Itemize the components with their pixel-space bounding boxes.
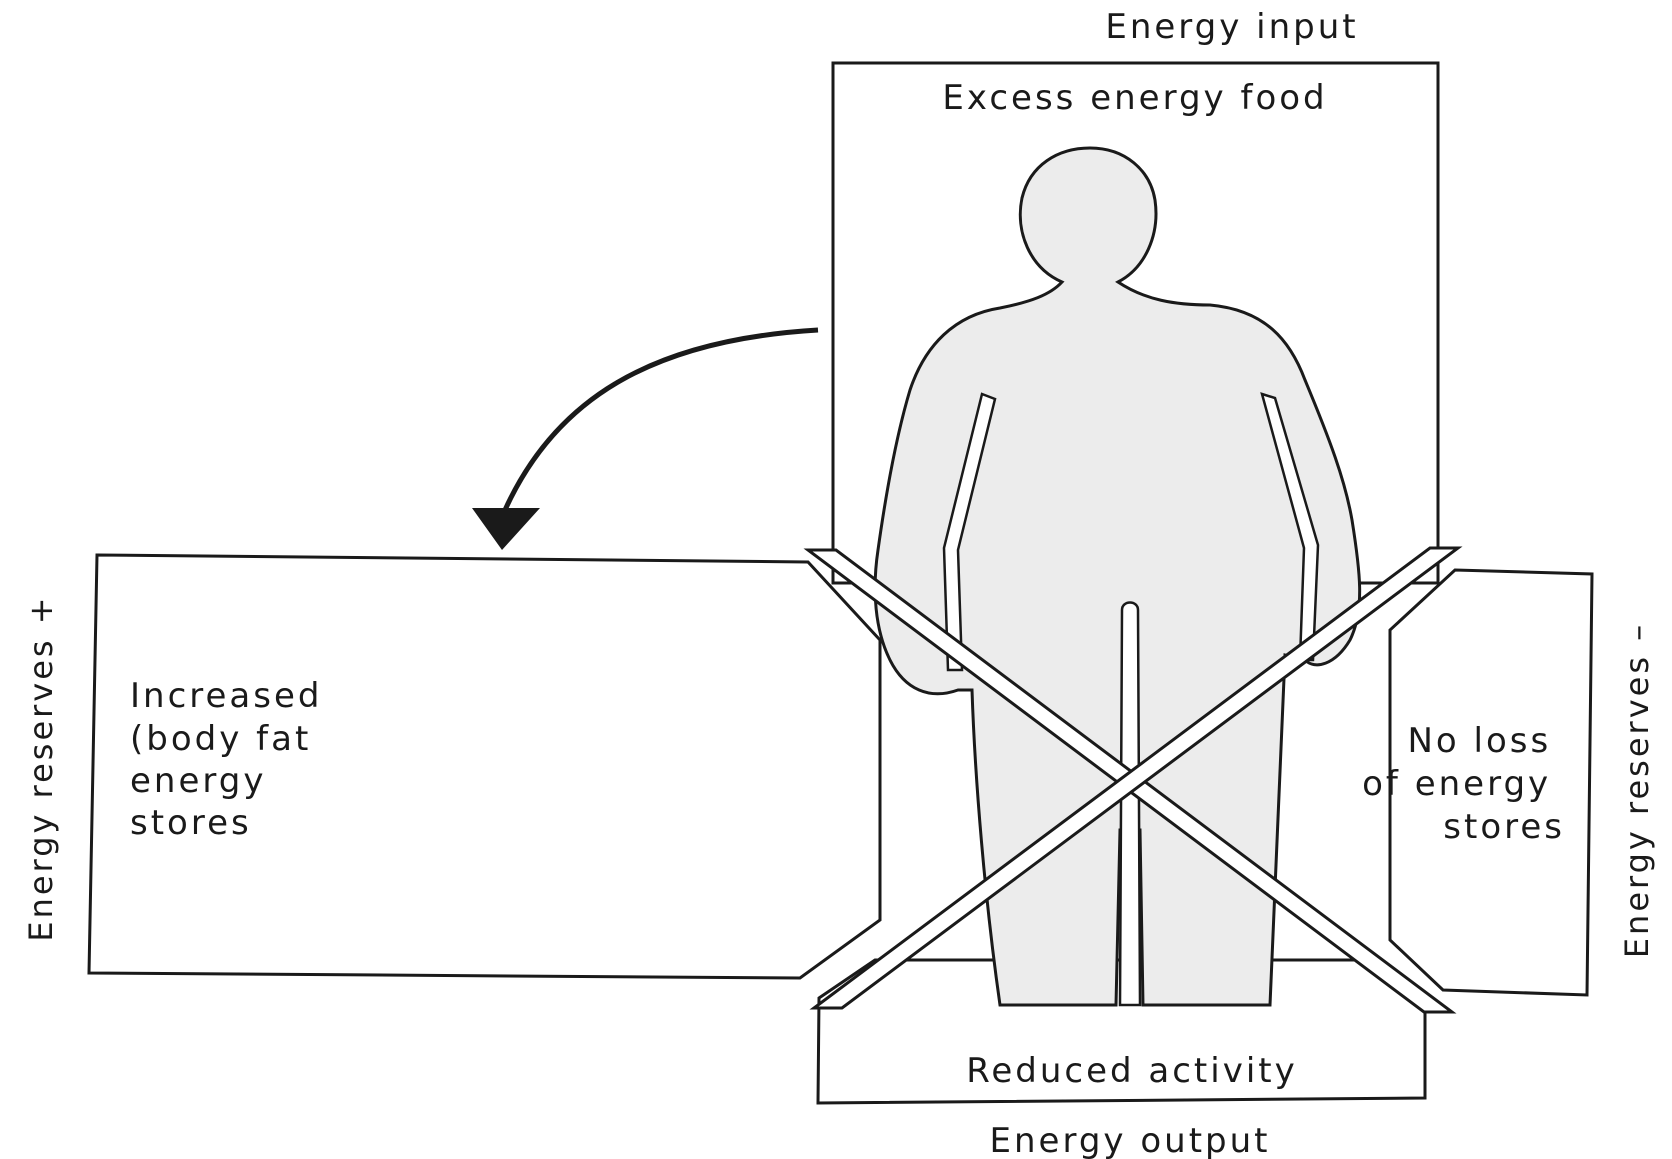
- energy-reserves-plus-label: Energy reserves +: [22, 594, 60, 941]
- energy-output-label: Energy output: [990, 1121, 1271, 1159]
- energy-reserves-minus-label: Energy reserves –: [1618, 622, 1656, 958]
- reduced-activity-label: Reduced activity: [966, 1051, 1297, 1091]
- curved-arrow-icon: [472, 330, 818, 550]
- energy-input-label: Energy input: [1105, 7, 1358, 47]
- excess-energy-food-label: Excess energy food: [942, 78, 1327, 118]
